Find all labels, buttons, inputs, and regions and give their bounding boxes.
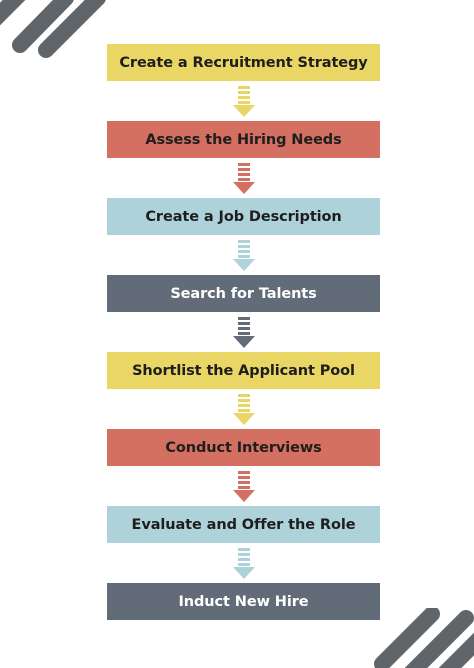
step-label: Shortlist the Applicant Pool (132, 362, 355, 379)
down-arrow-icon (233, 317, 255, 348)
stripe (404, 610, 474, 668)
step-label: Create a Job Description (145, 208, 342, 225)
step-search-for-talents: Search for Talents (107, 275, 380, 312)
down-arrow-icon (233, 163, 255, 194)
step-assess-hiring-needs: Assess the Hiring Needs (107, 121, 380, 158)
stripe (38, 0, 106, 58)
step-label: Create a Recruitment Strategy (119, 54, 368, 71)
down-arrow-icon (233, 471, 255, 502)
step-label: Conduct Interviews (165, 439, 322, 456)
step-create-recruitment-strategy: Create a Recruitment Strategy (107, 44, 380, 81)
step-label: Assess the Hiring Needs (145, 131, 342, 148)
step-create-job-description: Create a Job Description (107, 198, 380, 235)
step-induct-new-hire: Induct New Hire (107, 583, 380, 620)
down-arrow-icon (233, 548, 255, 579)
stripe (12, 0, 74, 53)
step-label: Evaluate and Offer the Role (131, 516, 356, 533)
stripe (374, 608, 440, 668)
step-label: Induct New Hire (178, 593, 309, 610)
step-evaluate-offer-role: Evaluate and Offer the Role (107, 506, 380, 543)
decorative-stripes-top-left (0, 0, 106, 58)
down-arrow-icon (233, 86, 255, 117)
down-arrow-icon (233, 394, 255, 425)
stripe (0, 0, 26, 26)
down-arrow-icon (233, 240, 255, 271)
step-shortlist-applicant-pool: Shortlist the Applicant Pool (107, 352, 380, 389)
step-conduct-interviews: Conduct Interviews (107, 429, 380, 466)
stripe (438, 632, 474, 668)
decorative-stripes-bottom-right (374, 608, 474, 668)
step-label: Search for Talents (170, 285, 317, 302)
